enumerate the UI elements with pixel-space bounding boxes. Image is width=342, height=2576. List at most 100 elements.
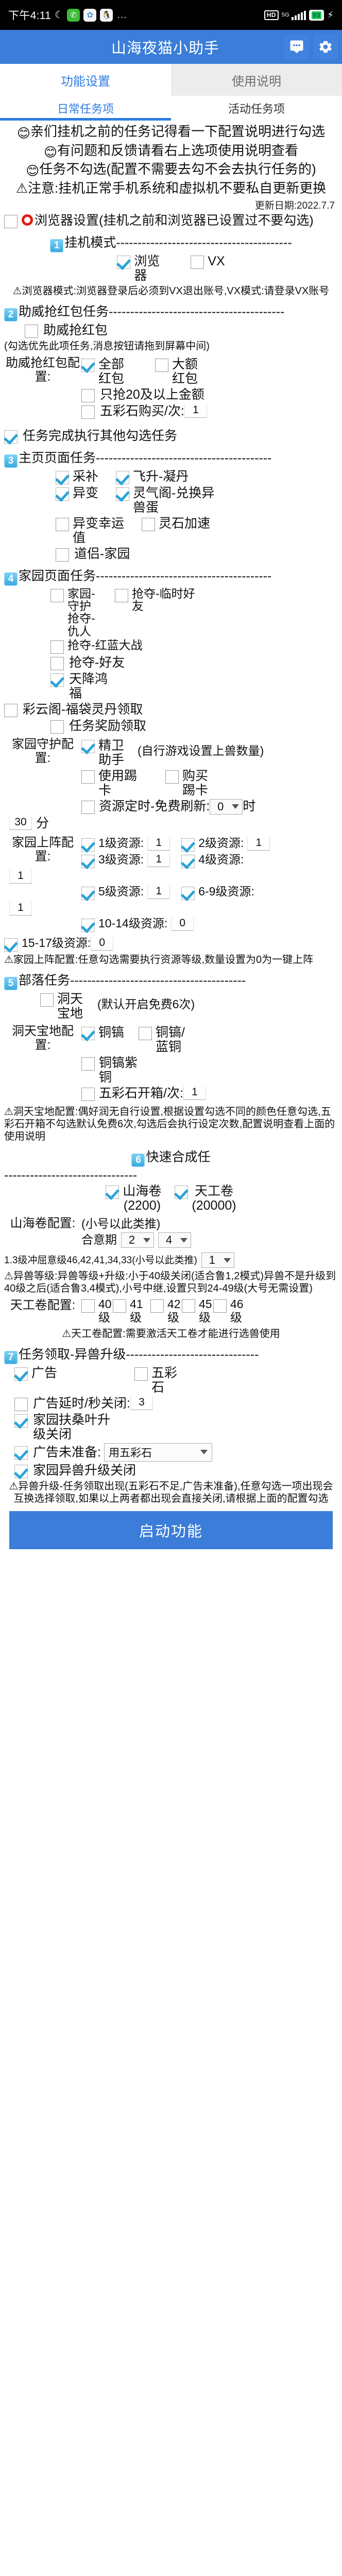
beast-ad-delay-checkbox[interactable]	[14, 1397, 28, 1411]
task-complete-checkbox[interactable]	[4, 430, 18, 444]
mode-browser-checkbox[interactable]	[117, 256, 131, 269]
garden-task-reward-checkbox[interactable]	[50, 720, 64, 734]
redpacket-stone-checkbox[interactable]	[81, 405, 95, 419]
browser-setting-checkbox[interactable]	[4, 215, 18, 229]
garden-task-row-3[interactable]: 抢夺-好友	[4, 655, 338, 670]
garden-task-caiyunge-checkbox[interactable]	[4, 703, 18, 717]
garden-deploy-lv1014[interactable]: 10-14级资源: 0	[81, 917, 194, 932]
garden-deploy-lv3-value[interactable]: 1	[147, 853, 170, 867]
redpacket-min20-checkbox[interactable]	[81, 389, 95, 403]
garden-deploy-lv69-checkbox[interactable]	[181, 886, 195, 900]
home-task-lingshi[interactable]: 灵石加速	[142, 516, 210, 532]
beast-ad[interactable]: 广告	[14, 1366, 57, 1381]
garden-task-fortune-checkbox[interactable]	[50, 673, 64, 687]
home-task-feisheng[interactable]: 飞升-凝丹	[116, 469, 189, 485]
redpacket-stone-row[interactable]: 五彩石购买/次: 1	[81, 404, 338, 419]
beast-fusang-row[interactable]: 家园扶桑叶升级关闭	[4, 1413, 338, 1442]
home-task-yibian[interactable]: 异变	[56, 486, 98, 501]
tab-instructions[interactable]: 使用说明	[171, 64, 342, 96]
tribe-dig-tonggao-checkbox[interactable]	[81, 1026, 95, 1040]
subtab-event-tasks[interactable]: 活动任务项	[228, 103, 285, 115]
tiangong-lv45-checkbox[interactable]	[182, 1299, 195, 1313]
garden-deploy-lv5-value[interactable]: 1	[147, 885, 170, 899]
redpacket-option-min20-row[interactable]: 只抢20及以上金额	[81, 387, 338, 403]
garden-deploy-lv1014-checkbox[interactable]	[81, 918, 95, 932]
mode-vx[interactable]: VX	[191, 254, 225, 269]
tiangong-lv41-checkbox[interactable]	[113, 1299, 126, 1313]
tribe-dig-tonggao[interactable]: 铜镐	[81, 1025, 124, 1040]
garden-guard-jingwei-checkbox[interactable]	[81, 739, 95, 753]
garden-guard-buykick-checkbox[interactable]	[165, 770, 179, 784]
garden-guard-refresh-checkbox[interactable]	[81, 800, 95, 814]
home-task-feisheng-checkbox[interactable]	[116, 471, 130, 485]
tiangong-lv46[interactable]: 46级	[213, 1297, 244, 1325]
beast-fusang-checkbox[interactable]	[14, 1414, 28, 1428]
volume-tiangong-checkbox[interactable]	[175, 1185, 189, 1199]
redpacket-all-checkbox[interactable]	[81, 359, 95, 372]
task-complete-row[interactable]: 任务完成执行其他勾选任务	[4, 429, 338, 444]
tribe-dig-tongding-checkbox[interactable]	[139, 1026, 152, 1040]
mode-vx-checkbox[interactable]	[191, 256, 204, 269]
chat-bubble-icon[interactable]	[284, 35, 309, 59]
garden-task-tempfriend[interactable]: 抢夺-临时好友	[115, 587, 199, 612]
beast-ad-delay-value[interactable]: 3	[130, 1396, 153, 1410]
garden-deploy-lv1-checkbox[interactable]	[81, 838, 95, 852]
garden-task-row-4[interactable]: 天降鸿福	[4, 672, 338, 701]
tribe-cave-checkbox[interactable]	[40, 993, 54, 1007]
home-task-caibu-checkbox[interactable]	[56, 471, 69, 485]
garden-deploy-lv3-checkbox[interactable]	[81, 854, 95, 868]
home-task-yibian-checkbox[interactable]	[56, 487, 69, 501]
beast-close-checkbox[interactable]	[14, 1464, 28, 1478]
garden-guard-usekick[interactable]: 使用踢卡	[81, 769, 145, 798]
tiangong-lv41[interactable]: 41级	[113, 1297, 148, 1325]
garden-task-friend-checkbox[interactable]	[50, 656, 64, 670]
home-task-daolv-checkbox[interactable]	[56, 548, 69, 562]
garden-deploy-lv1517-value[interactable]: 0	[91, 936, 114, 951]
start-button[interactable]: 启动功能	[9, 1511, 333, 1549]
garden-guard-usekick-checkbox[interactable]	[81, 770, 95, 784]
volume-shanhai[interactable]: 山海卷(2200)	[106, 1184, 161, 1213]
garden-task-guard-checkbox[interactable]	[50, 589, 64, 603]
garden-task-row-5[interactable]: 彩云阁-福袋灵丹领取	[4, 702, 338, 717]
beast-stone-checkbox[interactable]	[134, 1367, 148, 1381]
garden-deploy-lv4[interactable]: 4级资源:	[181, 853, 244, 868]
beast-close-row[interactable]: 家园异兽升级关闭	[4, 1463, 338, 1478]
volume-shanhai-checkbox[interactable]	[106, 1185, 119, 1199]
garden-deploy-lv69-value[interactable]: 1	[9, 901, 32, 916]
home-task-lingqige[interactable]: 灵气阁-兑换异兽蛋	[116, 486, 226, 515]
garden-deploy-lv2-checkbox[interactable]	[181, 838, 195, 852]
browser-setting-row[interactable]: 浏览器设置(挂机之前和浏览器已设置过不要勾选)	[4, 213, 338, 229]
garden-task-redblue[interactable]: 抢夺-红蓝大战	[50, 639, 143, 654]
garden-deploy-lv1014-value[interactable]: 0	[171, 917, 194, 931]
beast-ad-unready-select[interactable]: 用五彩石	[104, 1443, 212, 1462]
tribe-cave[interactable]: 洞天宝地	[40, 992, 93, 1021]
home-task-row-4[interactable]: 道侣-家园	[4, 547, 338, 562]
garden-deploy-lv1517-checkbox[interactable]	[4, 938, 18, 952]
garden-guard-refresh-hour-select[interactable]: 0	[210, 799, 243, 815]
garden-task-guard[interactable]: 家园-守护抢夺-仇人	[50, 587, 101, 637]
redpacket-option-all[interactable]: 全部红包	[81, 357, 134, 386]
tiangong-lv40-checkbox[interactable]	[81, 1299, 95, 1313]
tribe-colorbox-checkbox[interactable]	[81, 1087, 95, 1101]
garden-guard-minutes-value[interactable]: 30	[9, 816, 32, 830]
volume-tiangong[interactable]: 天工卷(20000)	[175, 1184, 236, 1213]
garden-task-row-6[interactable]: 任务奖励领取	[4, 719, 338, 734]
shanhai-select-1[interactable]: 2	[121, 1232, 154, 1248]
garden-deploy-lv69[interactable]: 6-9级资源:	[181, 885, 254, 900]
garden-deploy-lv3[interactable]: 3级资源: 1	[81, 853, 170, 868]
tribe-dig-purple-checkbox[interactable]	[81, 1057, 95, 1071]
home-task-lingqige-checkbox[interactable]	[116, 487, 130, 501]
garden-deploy-lv1[interactable]: 1级资源: 1	[81, 836, 170, 852]
redpacket-large-checkbox[interactable]	[155, 359, 168, 372]
tiangong-lv42-checkbox[interactable]	[150, 1299, 164, 1313]
garden-guard-jingwei[interactable]: 精卫助手	[81, 738, 134, 767]
tab-function-settings[interactable]: 功能设置	[0, 64, 171, 96]
garden-guard-buykick[interactable]: 购买踢卡	[165, 769, 218, 798]
tribe-dig-tongding[interactable]: 铜镐/蓝铜	[139, 1025, 197, 1054]
garden-deploy-lv5[interactable]: 5级资源: 1	[81, 885, 170, 900]
redpacket-option-large[interactable]: 大额红包	[155, 357, 208, 386]
subtab-daily-tasks[interactable]: 日常任务项	[0, 96, 171, 121]
tribe-dig-row-2[interactable]: 铜镐紫铜	[81, 1056, 338, 1084]
redpacket-main-checkbox[interactable]	[25, 325, 38, 338]
garden-deploy-lv1-value[interactable]: 1	[147, 836, 170, 851]
